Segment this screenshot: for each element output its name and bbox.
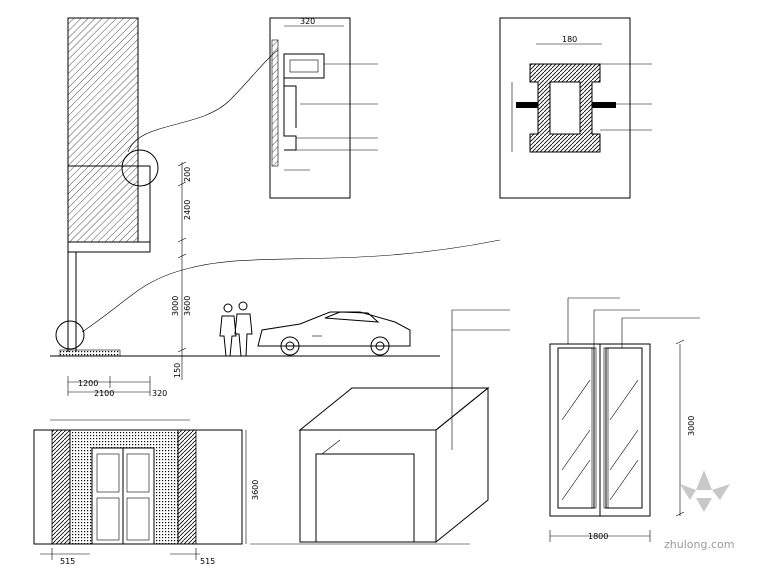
- detail-panel-2: 180: [499, 17, 652, 199]
- watermark-logo: [680, 470, 730, 512]
- dim-150: 150: [173, 363, 182, 378]
- detail1-width: 320: [300, 17, 315, 26]
- dim-2100: 2100: [94, 389, 114, 398]
- dim-3000b: 3000: [687, 416, 696, 436]
- wall-hatch-upper: [67, 17, 139, 167]
- dim-1200: 1200: [78, 379, 98, 388]
- dim-515a: 515: [60, 557, 75, 566]
- section-elevation: 200 2400 3000 3600 150 1200 2100: [50, 17, 501, 398]
- detail2-width: 180: [562, 35, 577, 44]
- glass-door-elevation: 3000 1800: [549, 297, 700, 542]
- car-figure: [257, 311, 411, 356]
- isometric-entrance: [250, 309, 510, 545]
- dim-1800: 1800: [588, 532, 608, 541]
- detail-panel-1: 320: [269, 17, 378, 199]
- people-figures: [219, 301, 253, 357]
- dim-200: 200: [183, 167, 192, 182]
- dim-2400: 2400: [183, 200, 192, 220]
- dim-3600b: 3600: [251, 480, 260, 500]
- wall-hatch-lower: [67, 165, 139, 243]
- watermark-site: zhulong.com: [664, 538, 734, 551]
- dim-320: 320: [152, 389, 167, 398]
- detail-callout-circle-upper: [121, 149, 159, 187]
- front-elevation: 3600 515 515: [33, 419, 260, 566]
- dim-3600: 3600: [183, 296, 192, 316]
- dim-515b: 515: [200, 557, 215, 566]
- dim-3000: 3000: [171, 296, 180, 316]
- detail-callout-circle-lower: [55, 320, 85, 350]
